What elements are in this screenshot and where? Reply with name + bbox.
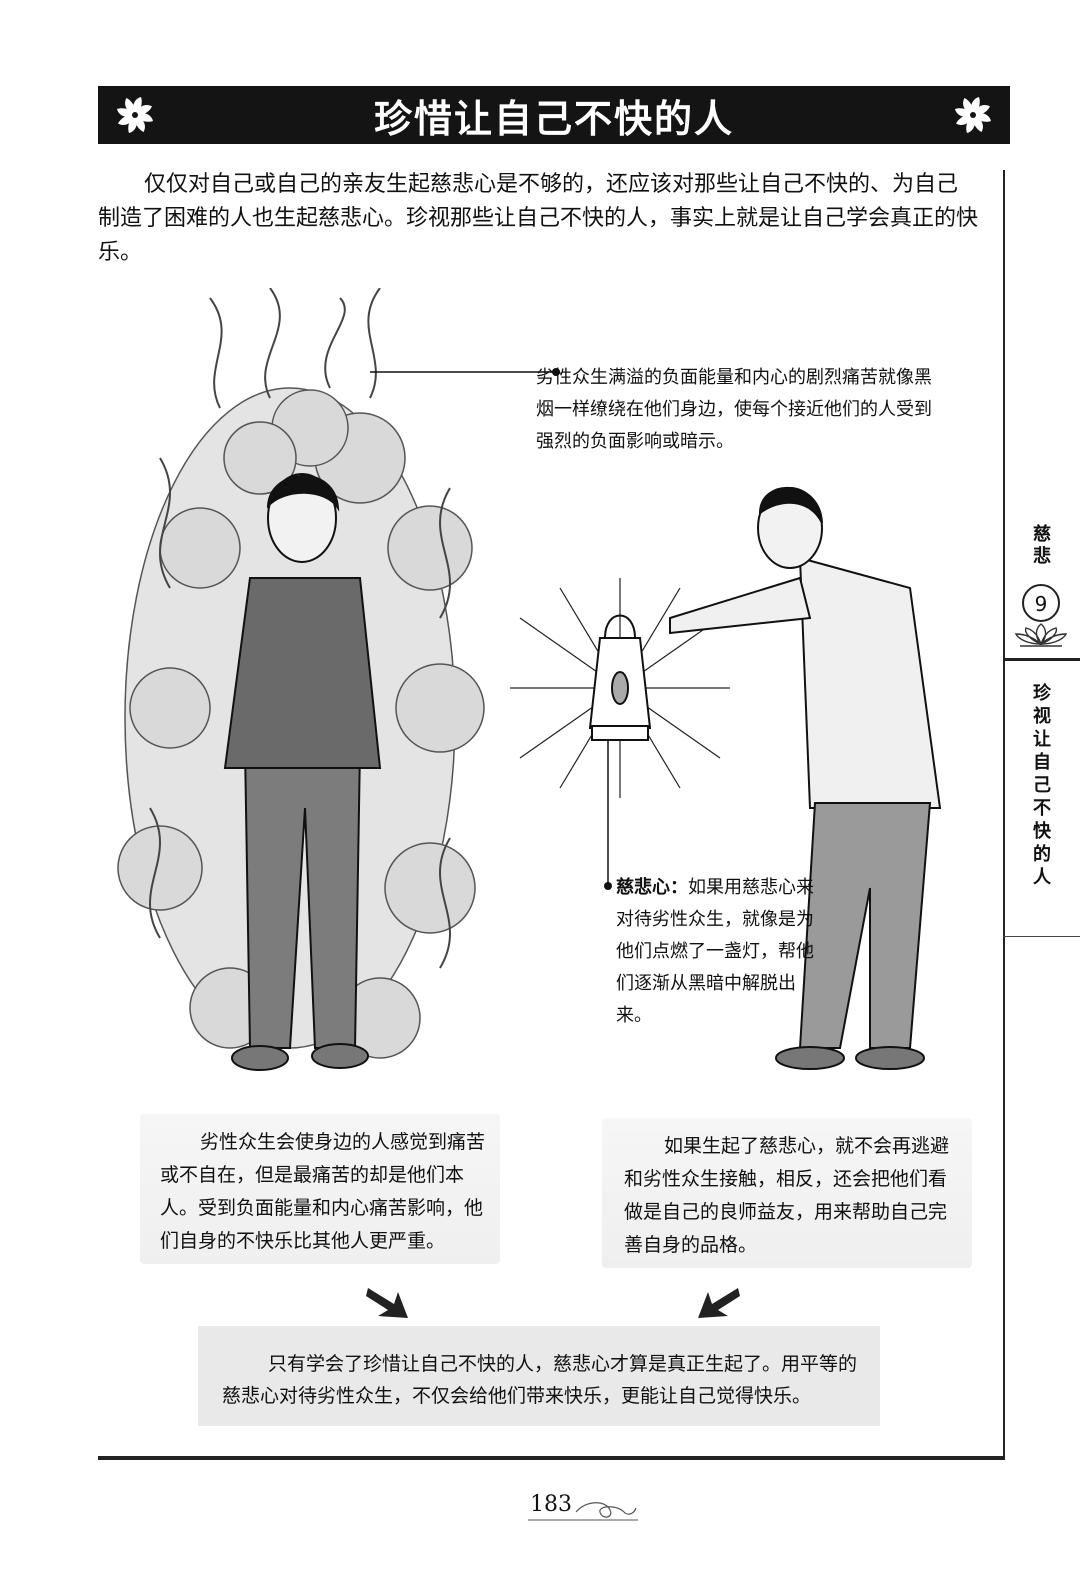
frame-right-line xyxy=(1003,170,1005,1460)
footer-swirl-icon xyxy=(528,1502,638,1521)
page-number: 183 xyxy=(530,1492,572,1517)
right-explanation: 如果生起了慈悲心，就不会再逃避和劣性众生接触，相反，还会把他们看做是自己的良师益… xyxy=(624,1135,950,1256)
chapter-number: 9 xyxy=(1022,584,1060,622)
conclusion-background xyxy=(198,1326,880,1426)
section-tab-label: 珍视让自己不快的人 xyxy=(1033,683,1051,888)
left-box-background xyxy=(140,1114,500,1264)
frame-bottom-line xyxy=(98,1456,1004,1460)
lamp-caption: 慈悲心：如果用慈悲心来对待劣性众生，就像是为他们点燃了一盏灯，帮他们逐渐从黑暗中… xyxy=(616,872,826,1032)
lantern-icon xyxy=(588,614,652,741)
title-banner: 珍惜让自己不快的人 xyxy=(98,86,1010,144)
smoke-wisps xyxy=(149,288,451,969)
pinwheel-flower-icon xyxy=(955,97,991,133)
conclusion-text: 只有学会了珍惜让自己不快的人，慈悲心才算是真正生起了。用平等的慈悲心对待劣性众生… xyxy=(222,1353,858,1407)
side-divider xyxy=(1003,936,1080,937)
page-title: 珍惜让自己不快的人 xyxy=(373,96,734,141)
chapter-tab-label: 慈悲 xyxy=(1033,524,1051,567)
unhappy-man xyxy=(223,473,382,1071)
pinwheel-flower-icon xyxy=(117,97,153,133)
side-divider xyxy=(1003,658,1080,661)
left-explanation: 劣性众生会使身边的人感觉到痛苦或不自在，但是最痛苦的却是他们本人。受到负面能量和… xyxy=(160,1131,486,1252)
smoke-caption: 劣性众生满溢的负面能量和内心的剧烈痛苦就像黑烟一样缭绕在他们身边，使每个接近他们… xyxy=(536,367,932,452)
intro-paragraph: 仅仅对自己或自己的亲友生起慈悲心是不够的，还应该对那些让自己不快的、为自己制造了… xyxy=(98,172,979,265)
illustration xyxy=(117,288,942,1071)
lotus-icon xyxy=(1014,623,1068,647)
down-arrow-icon xyxy=(366,1288,408,1318)
lamp-caption-label: 慈悲心： xyxy=(616,877,688,898)
lamp-caption-text: 如果用慈悲心来对待劣性众生，就像是为他们点燃了一盏灯，帮他们逐渐从黑暗中解脱出来… xyxy=(616,877,814,1026)
lamp-bearer-man xyxy=(669,487,942,1070)
down-arrow-icon xyxy=(698,1288,740,1318)
right-box-background xyxy=(602,1118,972,1268)
